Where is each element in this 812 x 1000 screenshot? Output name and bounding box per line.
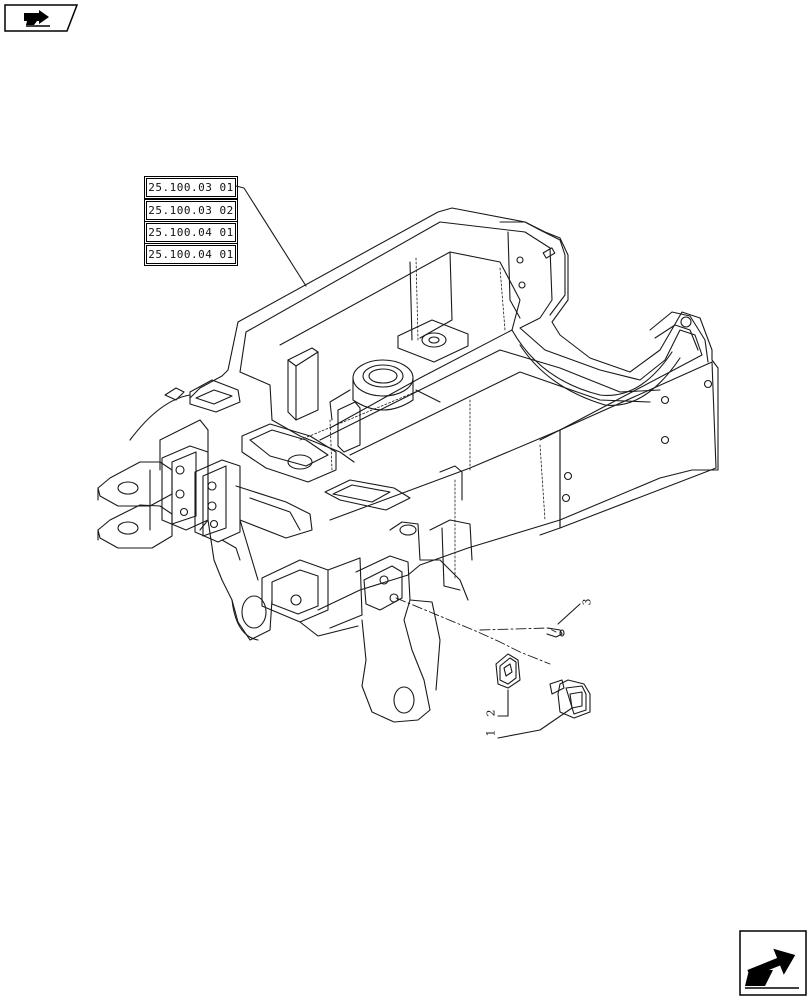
hidden-lines [299,257,546,581]
next-page-button[interactable] [739,930,807,996]
part-2-bracket [495,653,521,689]
callout-2: 2 [484,709,498,717]
callout-3: 3 [580,598,594,606]
reference-leader-line [235,185,307,287]
reference-code-2[interactable]: 25.100.03 02 [144,199,238,222]
book-arrow-icon [4,4,79,32]
reference-code-3[interactable]: 25.100.04 01 [144,221,238,244]
part-1-connector [549,679,591,719]
assembly-centerline [395,597,551,665]
reference-code-1[interactable]: 25.100.03 01 [144,176,238,199]
callout-3-leader [557,603,581,625]
callout-2-leader [497,689,509,717]
part-3-pin [546,627,565,638]
callout-1: 1 [484,729,498,737]
top-nav-tab[interactable] [4,4,79,32]
next-page-arrow-icon [739,930,807,996]
chassis-frame [97,207,719,723]
callout-1-leader [497,707,573,739]
reference-code-4[interactable]: 25.100.04 01 [144,243,238,266]
